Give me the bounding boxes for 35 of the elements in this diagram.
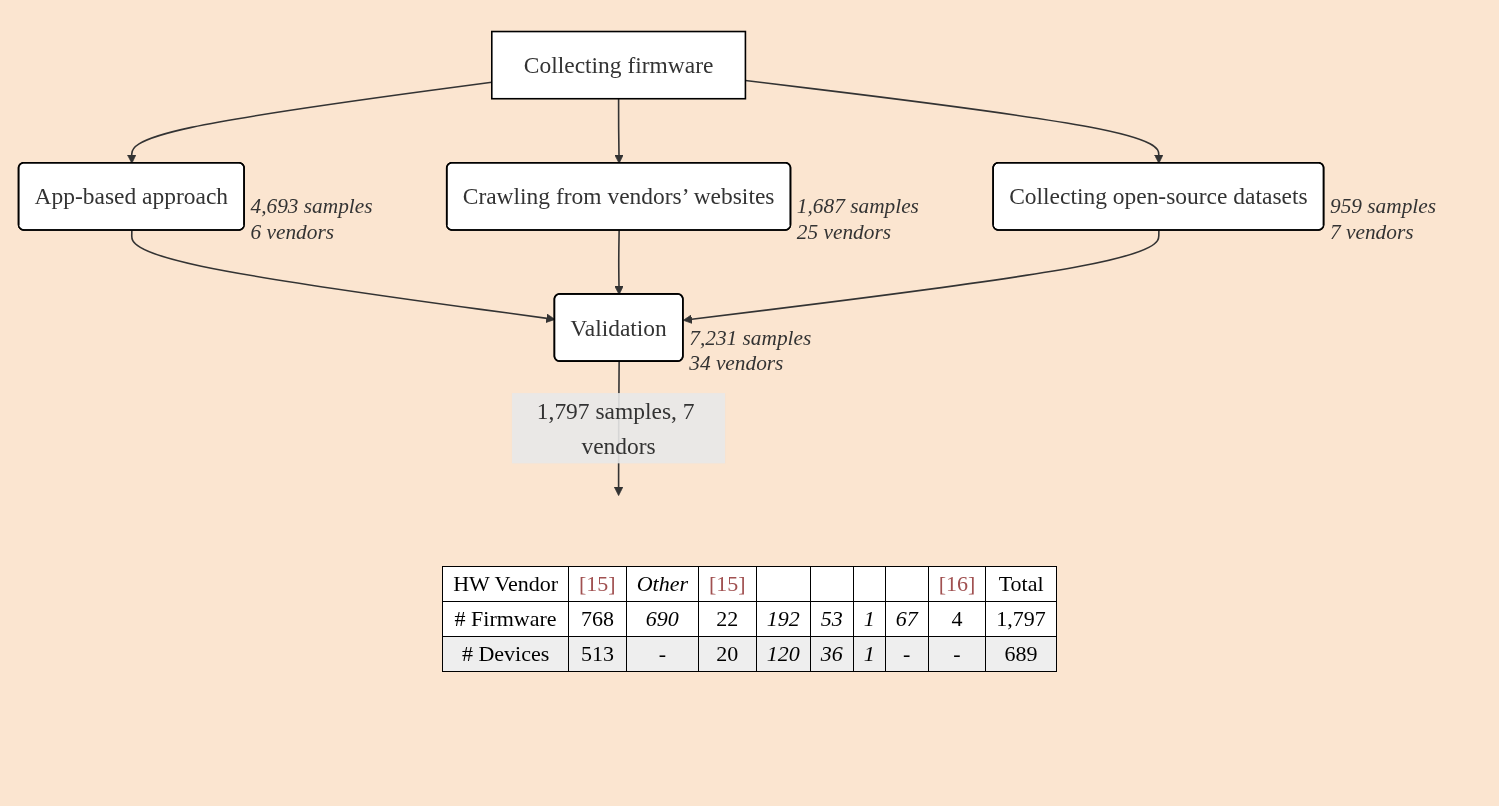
table-header: [15] [709,571,746,596]
edge-label: 1,797 samples, 7 vendors [536,397,695,460]
table-value: 1 [863,641,875,666]
table-header: # Devices [461,641,550,666]
table-value: 513 [580,641,614,666]
table-value: 36 [820,641,843,666]
table-header: HW Vendor [453,571,559,596]
table-header: [16] [938,571,976,596]
table-header: [15] [579,571,616,596]
table-value: 192 [766,606,800,631]
table-value: 53 [820,606,843,631]
table-value: 1 [863,606,875,631]
table-value: - [953,641,961,666]
table-header: Other [636,571,689,596]
table-value: 22 [716,606,739,631]
table-value: 1,797 [996,606,1046,631]
sample-count-note: 959 samples 7 vendors [1329,194,1436,245]
node-box: Collecting firmware [490,31,746,100]
table-value: 768 [580,606,614,631]
sample-count-note: 7,231 samples 34 vendors [688,326,811,376]
sample-count-note: 4,693 samples 6 vendors [250,194,372,245]
arrow [744,80,1163,165]
table-value: 4 [951,606,963,631]
table-value: 690 [645,606,679,631]
table-value: 689 [1004,641,1038,666]
table-header: # Firmware [454,606,557,631]
table-value: 20 [716,641,739,666]
table-value: - [903,641,911,666]
arrow [682,230,1160,325]
table-header: Total [998,571,1044,596]
sample-count-note: 1,687 samples 25 vendors [796,194,919,245]
table-value: 67 [895,606,918,631]
arrow [613,230,624,296]
table-value: 120 [766,641,800,666]
table-value: - [658,641,667,666]
